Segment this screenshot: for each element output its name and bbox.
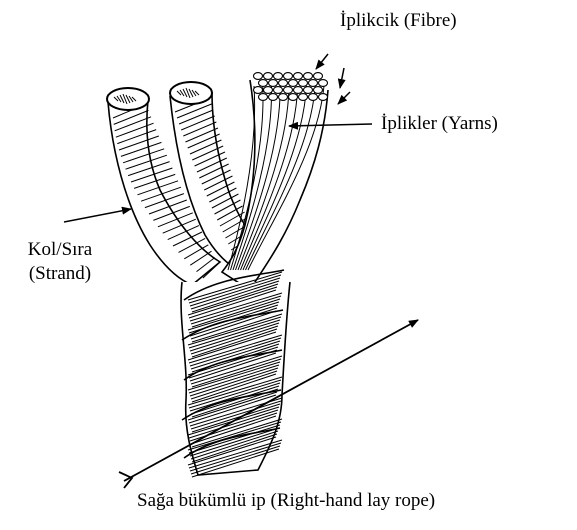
strand-label-line-1: Kol/Sıra — [6, 238, 114, 262]
yarn-end — [314, 87, 323, 94]
yarn-end — [309, 94, 318, 101]
yarn-end — [264, 87, 273, 94]
yarn-end — [284, 73, 293, 80]
yarn-end — [284, 87, 293, 94]
yarn-end — [274, 87, 283, 94]
yarn-end — [319, 80, 328, 87]
yarn-end — [304, 73, 313, 80]
strand-label-line-2: (Strand) — [6, 262, 114, 286]
yarn-end — [299, 80, 308, 87]
yarn-end — [289, 80, 298, 87]
yarn-end — [274, 73, 283, 80]
yarn-end — [299, 94, 308, 101]
yarn-end — [279, 94, 288, 101]
yarns-label: İplikler (Yarns) — [381, 112, 498, 136]
yarn-end — [304, 87, 313, 94]
fibre-pointer-arrow-1 — [316, 54, 328, 69]
yarn-end — [279, 80, 288, 87]
right-strand — [222, 73, 328, 290]
yarn-end — [309, 80, 318, 87]
rope-body — [181, 270, 290, 477]
rope-label: Sağa bükümlü ip (Right-hand lay rope) — [137, 489, 435, 513]
yarn-end — [294, 73, 303, 80]
yarn-end — [259, 80, 268, 87]
yarn-end — [319, 94, 328, 101]
strand-label: Kol/Sıra (Strand) — [6, 238, 114, 286]
yarn-end — [289, 94, 298, 101]
yarn-end — [254, 87, 263, 94]
yarn-end — [259, 94, 268, 101]
yarn-end — [269, 80, 278, 87]
yarn-end — [294, 87, 303, 94]
fibre-label: İplikcik (Fibre) — [340, 9, 457, 33]
yarn-end — [264, 73, 273, 80]
fibre-pointer-arrow-3 — [338, 92, 350, 104]
yarn-end — [314, 73, 323, 80]
yarn-end — [254, 73, 263, 80]
yarn-end — [269, 94, 278, 101]
strand-pointer-arrow — [64, 209, 131, 222]
fibre-pointer-arrow-2 — [340, 68, 344, 88]
